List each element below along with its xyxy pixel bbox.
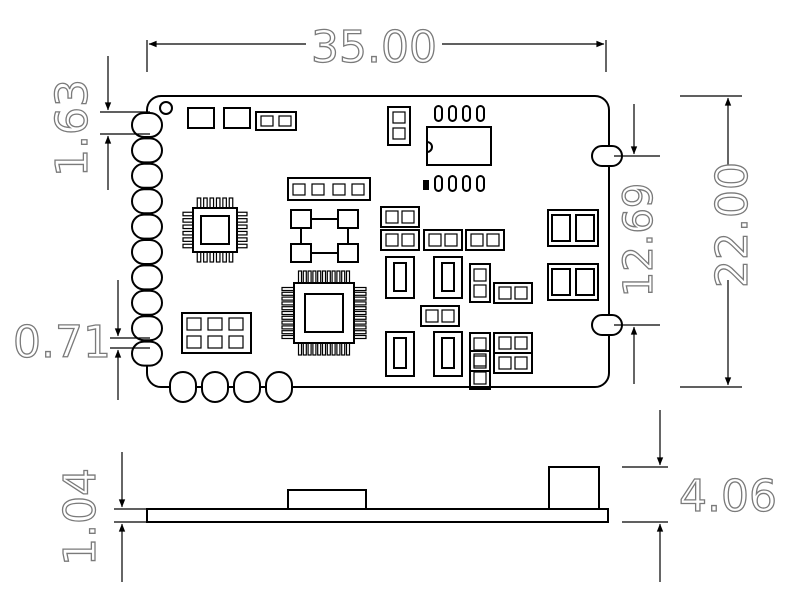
inductor [433,331,463,377]
inductor-core [441,337,455,369]
smd-pad [223,107,251,129]
qfn-chip-left [182,197,248,263]
inductor [385,256,415,299]
top-view [131,95,623,403]
capacitor-pair [387,106,411,146]
edge-pin [201,371,229,403]
crystal-network [290,209,359,263]
side-view [146,466,609,523]
edge-pin [131,239,163,265]
board-side [146,508,609,523]
dimension-pin-offset: 1.63 [47,79,98,177]
inductor-core [393,262,407,292]
passive-row [287,177,371,201]
pin1-marker [159,101,173,115]
dimension-total-height: 4.06 [679,471,777,522]
passive-grid [380,206,533,390]
edge-pin [169,371,197,403]
inductor-core [441,262,455,292]
left-pin-column [131,112,163,367]
edge-pin [131,264,163,291]
connector-side [548,466,600,510]
dimension-pin-gap: 0.71 [13,317,111,368]
power-pad-block [547,263,599,301]
edge-pin [131,188,163,215]
inductor-core [393,337,407,369]
bottom-pin-row [169,371,293,403]
soic8-chip [423,105,492,192]
edge-pin [131,112,163,138]
inductor [433,256,463,299]
smd-pad [260,115,274,127]
smd-pad [278,115,292,127]
edge-pin [233,371,261,403]
edge-pin [265,371,293,403]
dimension-height: 22.00 [707,162,758,288]
resistor-block [181,312,252,354]
qfn-chip-center [281,270,367,356]
dimension-board-thickness: 1.04 [55,468,106,566]
power-pad-block [547,209,599,247]
inductor [385,331,415,377]
resistor-pair [255,111,297,131]
edge-pin [131,315,163,342]
edge-pin [131,162,163,189]
dimension-hole-spacing: 12.69 [616,183,662,298]
dimension-width: 35.00 [311,22,437,73]
smd-pad [187,107,215,129]
edge-pin [131,340,163,367]
board-outline [146,95,610,388]
edge-pin [131,137,163,164]
component-side [287,489,367,510]
dimension-lines [100,40,742,582]
edge-pin [131,289,163,316]
edge-pin [131,213,163,240]
